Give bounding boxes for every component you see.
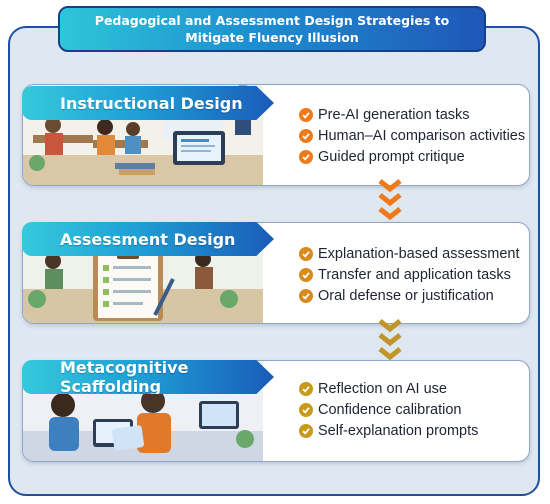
list-item: Self-explanation prompts <box>299 420 478 441</box>
list-item: Oral defense or justification <box>299 285 520 306</box>
diagram-title: Pedagogical and Assessment Design Strate… <box>58 6 486 52</box>
instructional-design-label: Instructional Design <box>22 86 274 120</box>
check-circle-icon <box>299 128 313 143</box>
flow-arrow-icon <box>378 319 402 361</box>
assessment-design-label: Assessment Design <box>22 222 274 256</box>
check-circle-icon <box>299 288 313 303</box>
list-item: Reflection on AI use <box>299 378 478 399</box>
list-item: Confidence calibration <box>299 399 478 420</box>
check-circle-icon <box>299 246 313 261</box>
check-circle-icon <box>299 381 313 396</box>
list-item: Guided prompt critique <box>299 146 525 167</box>
list-item: Pre-AI generation tasks <box>299 104 525 125</box>
check-circle-icon <box>299 107 313 122</box>
metacognitive-scaffolding-label: Metacognitive Scaffolding <box>22 360 274 394</box>
title-text: Pedagogical and Assessment Design Strate… <box>94 13 450 45</box>
list-item: Transfer and application tasks <box>299 264 520 285</box>
metacognitive-scaffolding-list: Reflection on AI use Confidence calibrat… <box>299 378 478 441</box>
check-circle-icon <box>299 402 313 417</box>
check-circle-icon <box>299 423 313 438</box>
list-item: Explanation-based assessment <box>299 243 520 264</box>
instructional-design-list: Pre-AI generation tasks Human–AI compari… <box>299 104 525 167</box>
check-circle-icon <box>299 267 313 282</box>
flow-arrow-icon <box>378 179 402 221</box>
check-circle-icon <box>299 149 313 164</box>
assessment-design-list: Explanation-based assessment Transfer an… <box>299 243 520 306</box>
list-item: Human–AI comparison activities <box>299 125 525 146</box>
assessment-design-card: Explanation-based assessment Transfer an… <box>22 222 530 324</box>
